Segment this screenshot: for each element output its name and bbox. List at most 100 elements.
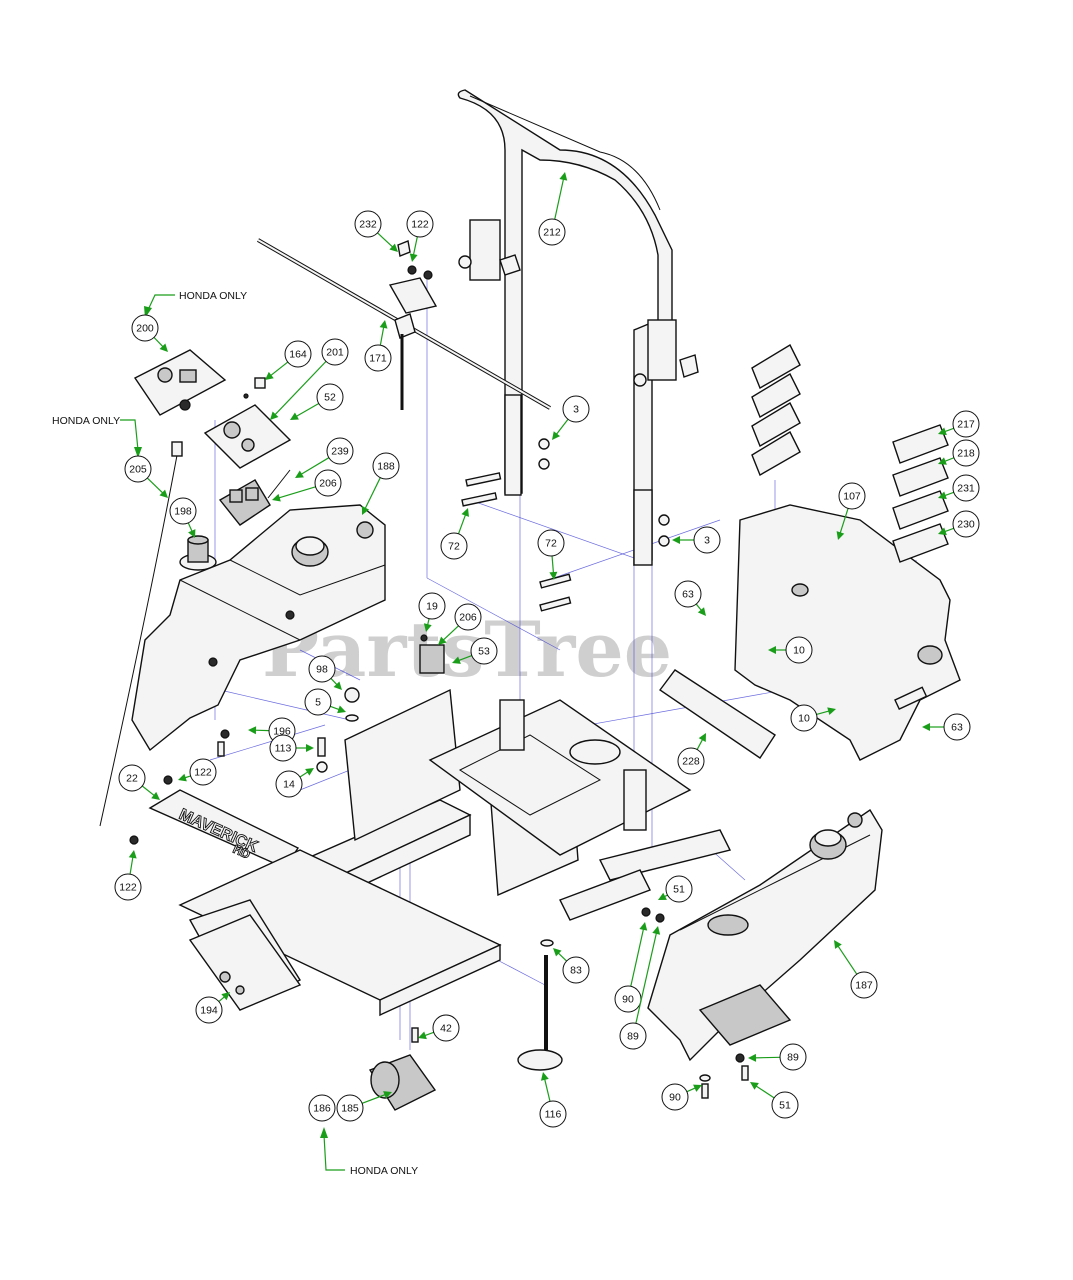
- control-panel-200: [133, 349, 227, 416]
- callout-leader: [754, 1056, 781, 1059]
- callout-circle: [952, 410, 980, 438]
- callout-label: 122: [411, 219, 429, 231]
- callout-239: 239: [295, 437, 354, 478]
- callout-leader: [379, 326, 385, 346]
- callout-circle: [316, 383, 344, 411]
- callout-leader: [696, 738, 704, 750]
- callout-label: 122: [119, 882, 137, 894]
- callout-circle: [124, 455, 152, 483]
- callout-circle: [131, 314, 159, 342]
- callout-leader: [554, 178, 565, 220]
- callout-label: 206: [319, 478, 337, 490]
- callout-52: 52: [290, 383, 344, 420]
- bracket-232: [388, 240, 438, 314]
- callout-14: 14: [275, 768, 314, 798]
- callout-63: 63: [674, 580, 706, 616]
- callout-arrowhead: [383, 1091, 392, 1099]
- honda-note-top: HONDA ONLY: [144, 290, 247, 318]
- honda-only-left-text: HONDA ONLY: [52, 415, 120, 427]
- callout-leader: [270, 361, 289, 377]
- callout-arrowhead: [698, 733, 706, 742]
- callout-circle: [943, 713, 971, 741]
- callout-185: 185: [336, 1091, 392, 1122]
- callout-circle: [562, 395, 590, 423]
- callout-circle: [269, 734, 297, 762]
- main-frame: MAVERICK HD: [148, 688, 732, 1017]
- callout-circle: [785, 636, 813, 664]
- callout-arrowhead: [159, 489, 168, 498]
- callout-arrowhead: [938, 491, 947, 500]
- callout-label: 107: [843, 491, 861, 503]
- callout-122: 122: [178, 758, 217, 786]
- callout-90: 90: [661, 1083, 702, 1111]
- callout-201: 201: [270, 338, 349, 420]
- callout-leader: [424, 1031, 434, 1037]
- callout-230: 230: [938, 510, 980, 538]
- callout-arrowhead: [295, 470, 304, 478]
- callout-label: 198: [174, 506, 192, 518]
- callout-circle: [537, 529, 565, 557]
- callout-label: 113: [275, 743, 292, 755]
- callout-circle: [674, 580, 702, 608]
- callout-label: 90: [669, 1092, 681, 1104]
- callout-arrowhead: [265, 371, 274, 380]
- callout-label: 212: [543, 227, 561, 239]
- callout-circle: [118, 764, 146, 792]
- callout-label: 22: [126, 773, 138, 785]
- callout-leader: [426, 618, 430, 626]
- honda-only-bottom-text: HONDA ONLY: [350, 1165, 418, 1177]
- callout-leader: [837, 945, 858, 975]
- callout-circle: [538, 218, 566, 246]
- callout-circle: [195, 996, 223, 1024]
- callout-206: 206: [272, 469, 342, 502]
- callout-leader: [555, 418, 569, 435]
- callout-leader: [278, 486, 316, 499]
- callout-label: 171: [369, 353, 387, 365]
- callout-label: 231: [957, 483, 975, 495]
- callout-circle: [169, 497, 197, 525]
- callout-leader: [153, 336, 164, 348]
- callout-circle: [619, 1022, 647, 1050]
- callout-label: 63: [951, 722, 963, 734]
- throttle-rod: [257, 238, 551, 410]
- callout-90: 90: [614, 922, 648, 1013]
- callout-leader: [551, 555, 555, 574]
- callout-leader: [839, 508, 849, 534]
- callout-label: 14: [283, 779, 295, 791]
- callout-arrowhead: [748, 1053, 757, 1062]
- callout-arrowhead: [221, 992, 230, 1001]
- callout-arrowhead: [461, 508, 469, 517]
- callout-113: 113: [269, 734, 314, 762]
- callout-label: 51: [673, 884, 685, 896]
- callout-arrowhead: [128, 850, 137, 859]
- callout-164: 164: [265, 340, 312, 380]
- callout-arrowhead: [337, 705, 346, 714]
- callout-label: 63: [682, 589, 694, 601]
- starter-185: [368, 1054, 437, 1111]
- callout-leader: [544, 1078, 551, 1102]
- callout-19: 19: [418, 592, 446, 632]
- callout-circle: [952, 439, 980, 467]
- callout-label: 218: [957, 448, 975, 460]
- callout-217: 217: [938, 410, 980, 438]
- callout-arrowhead: [693, 1084, 702, 1092]
- callout-leader: [944, 491, 954, 497]
- callout-leader: [458, 655, 473, 662]
- callout-107: 107: [836, 482, 866, 540]
- callout-arrowhead: [938, 457, 947, 465]
- callout-arrowhead: [188, 529, 196, 538]
- callout-arrowhead: [418, 1031, 427, 1040]
- callout-label: 90: [622, 994, 634, 1006]
- callout-circle: [275, 770, 303, 798]
- callout-circle: [354, 210, 382, 238]
- callout-label: 196: [273, 726, 291, 738]
- lower-hardware: [411, 907, 749, 1099]
- callout-10: 10: [768, 636, 813, 664]
- callout-51: 51: [750, 1082, 799, 1119]
- callout-circle: [114, 873, 142, 901]
- deflector-228: [659, 669, 776, 759]
- callout-leader: [377, 232, 394, 248]
- callout-leader: [187, 522, 193, 532]
- callout-label: 83: [570, 965, 582, 977]
- callout-label: 122: [194, 767, 212, 779]
